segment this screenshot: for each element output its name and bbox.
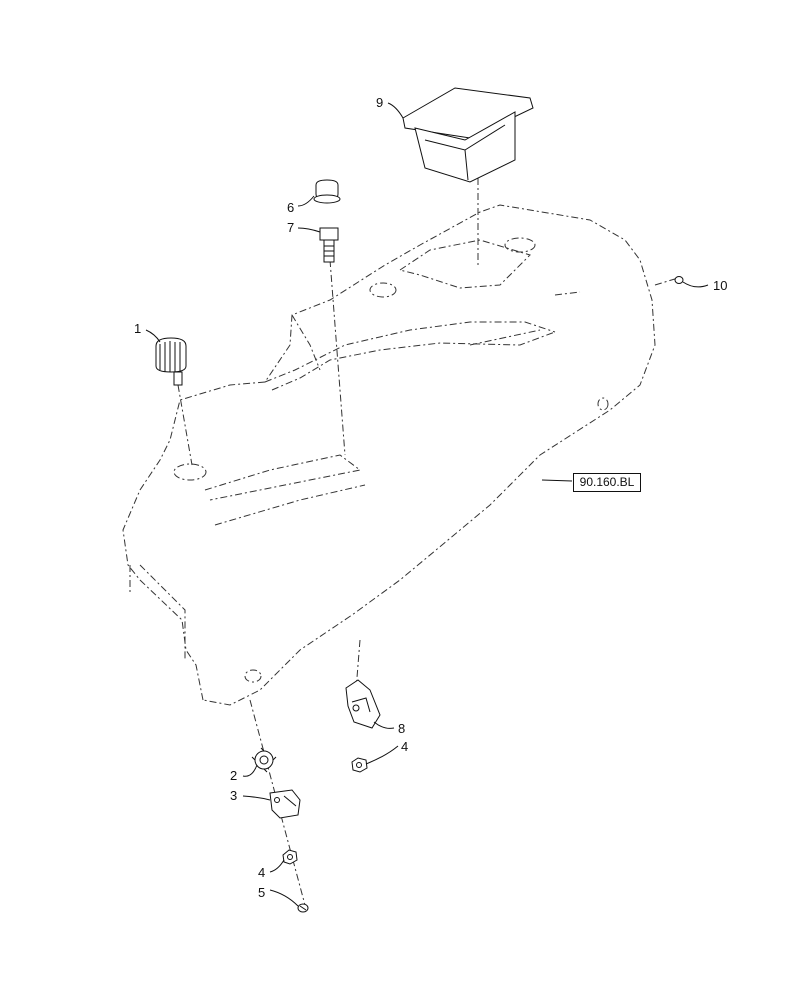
callout-8: 8: [398, 721, 406, 736]
washer-part: [251, 747, 277, 773]
nut-lower-part: [282, 849, 298, 865]
leader-lines: [145, 102, 709, 907]
cap-part: [313, 179, 341, 204]
reference-label: 90.160.BL: [573, 473, 641, 492]
callout-2: 2: [230, 768, 238, 783]
callout-7: 7: [287, 220, 295, 235]
callout-6: 6: [287, 200, 295, 215]
screw-part: [297, 903, 309, 913]
assembly-axes: [177, 178, 679, 906]
callout-3: 3: [230, 788, 238, 803]
small-nut-part: [674, 276, 684, 284]
clip-part: [345, 679, 381, 729]
clip-nut-part: [269, 789, 301, 819]
bolt-part: [319, 227, 339, 263]
console-body: [122, 204, 656, 706]
callout-1: 1: [134, 321, 142, 336]
tray-part: [402, 87, 534, 183]
knob-part: [155, 337, 187, 386]
callout-4-upper: 4: [401, 739, 409, 754]
callout-5: 5: [258, 885, 266, 900]
nut-upper-part: [351, 757, 368, 773]
callout-10: 10: [713, 278, 728, 293]
callout-9: 9: [376, 95, 384, 110]
callout-4-lower: 4: [258, 865, 266, 880]
